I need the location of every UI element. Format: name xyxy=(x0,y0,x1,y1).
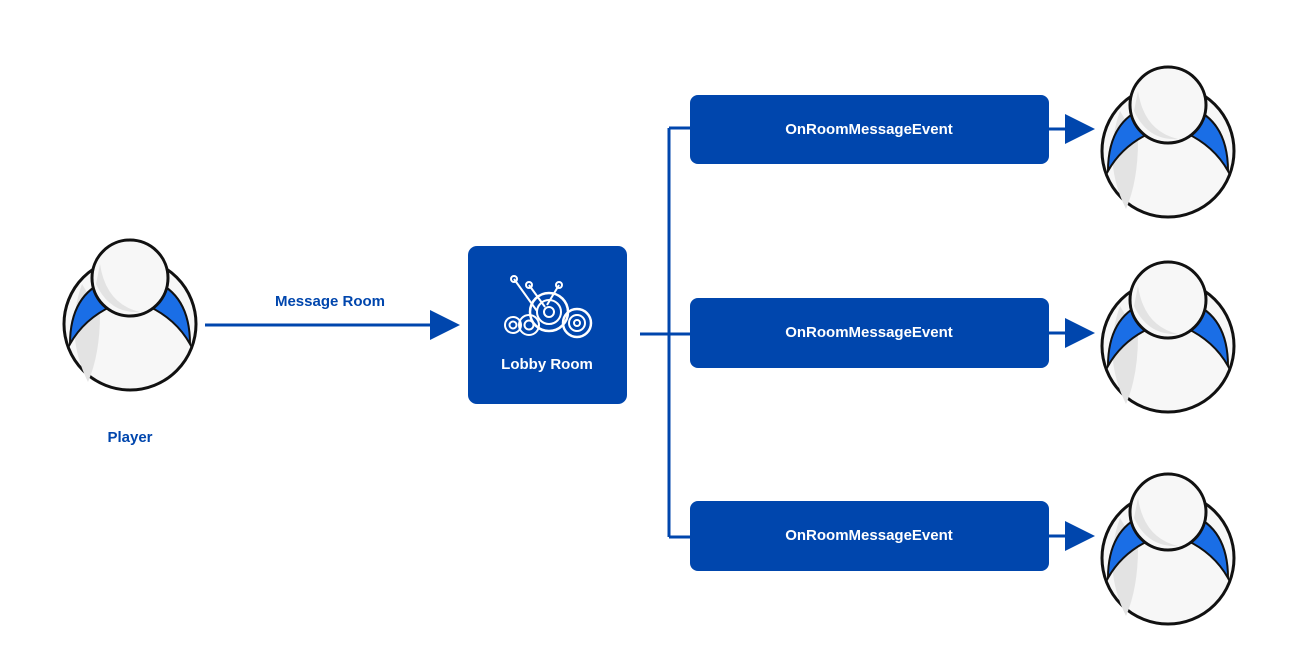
lobby-room-label: Lobby Room xyxy=(501,356,593,373)
recipient-avatar xyxy=(1100,65,1236,219)
event-label: OnRoomMessageEvent xyxy=(785,527,953,544)
branch-connector xyxy=(640,126,690,539)
message-label: Message Room xyxy=(275,293,385,310)
recipient-avatar xyxy=(1100,260,1236,414)
recipient-avatar xyxy=(1100,472,1236,626)
user-icon xyxy=(1100,260,1236,414)
player-label: Player xyxy=(107,429,152,446)
yarn-balls-logo-icon xyxy=(504,275,593,339)
event-box: OnRoomMessageEvent xyxy=(690,501,1049,571)
user-icon xyxy=(62,238,198,392)
user-icon xyxy=(1100,65,1236,219)
player-avatar xyxy=(62,238,198,392)
event-box: OnRoomMessageEvent xyxy=(690,298,1049,368)
event-label: OnRoomMessageEvent xyxy=(785,121,953,138)
user-icon xyxy=(1100,472,1236,626)
lobby-room-box: Lobby Room xyxy=(468,246,627,404)
event-label: OnRoomMessageEvent xyxy=(785,324,953,341)
event-box: OnRoomMessageEvent xyxy=(690,95,1049,164)
